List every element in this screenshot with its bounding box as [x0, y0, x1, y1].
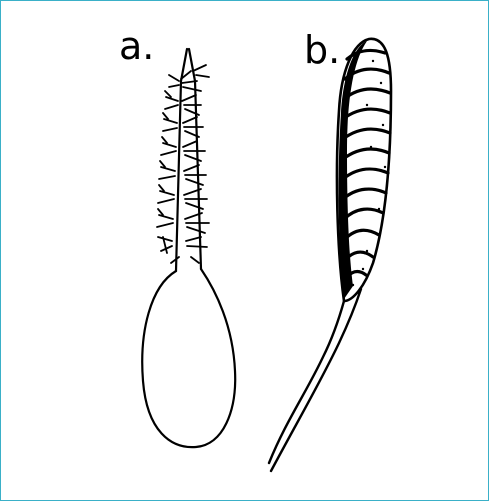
panel-b-stipple: [348, 60, 386, 294]
panel-a-drawing: [142, 49, 235, 447]
panel-a-bulb: [142, 269, 235, 447]
panel-b-stalk-right: [271, 289, 361, 471]
panel-a-bristles: [157, 65, 209, 263]
panel-b-stalk-left: [269, 301, 344, 463]
panel-b-drawing: [269, 39, 391, 471]
